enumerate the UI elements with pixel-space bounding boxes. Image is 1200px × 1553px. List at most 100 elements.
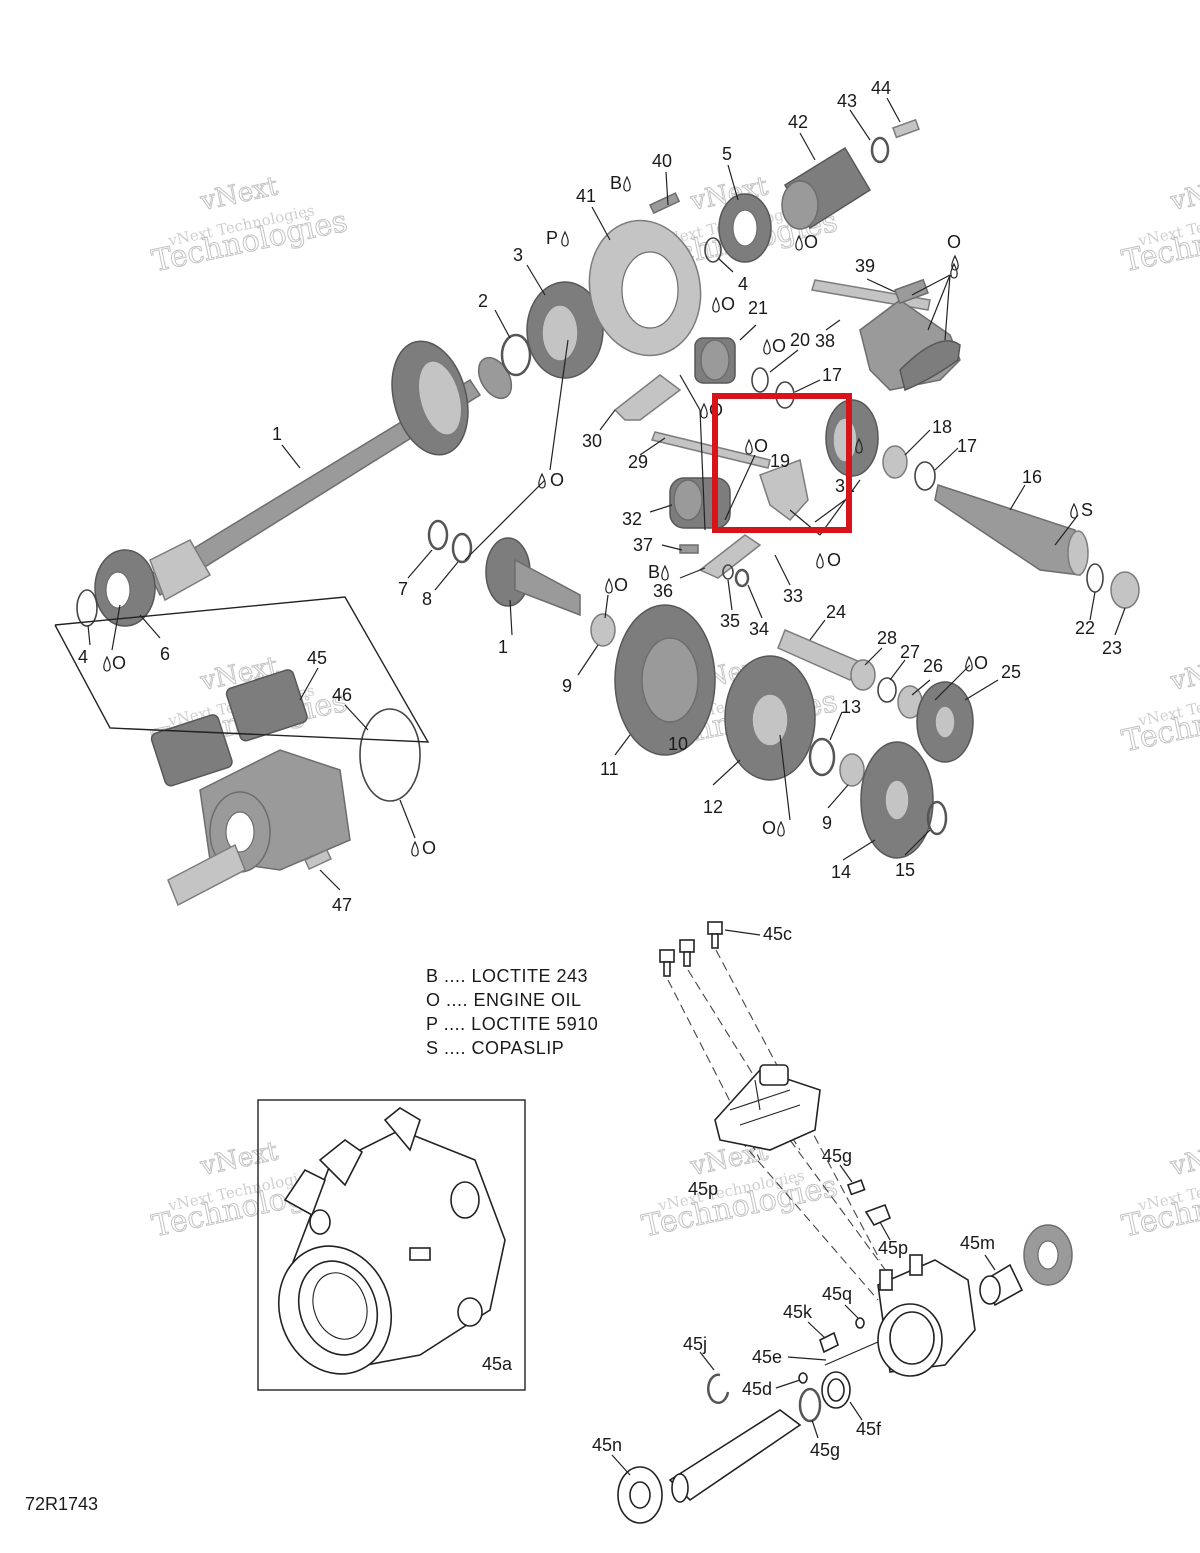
- svg-text:vNext: vNext: [1167, 651, 1200, 697]
- lube-mark: O: [712, 294, 735, 314]
- callout: 45d: [742, 1379, 772, 1399]
- callout: 45f: [856, 1419, 882, 1439]
- part-fork-19: [759, 458, 809, 522]
- svg-text:S: S: [1081, 500, 1093, 520]
- svg-text:O: O: [112, 653, 126, 673]
- callout: 10: [668, 734, 688, 754]
- part-oring-46: [359, 708, 421, 802]
- lube-mark: O: [762, 818, 785, 838]
- callout: 45q: [822, 1284, 852, 1304]
- callout: 27: [900, 642, 920, 662]
- callout: 19: [770, 451, 790, 471]
- svg-text:O: O: [804, 232, 818, 252]
- callout: 43: [837, 91, 857, 111]
- callout: 1: [272, 424, 282, 444]
- callout: 31: [835, 476, 855, 496]
- part-washer-2: [500, 333, 532, 377]
- callout: 46: [332, 685, 352, 705]
- lube-mark: O: [763, 336, 786, 356]
- callout: 4: [78, 647, 88, 667]
- part-bearing-28: [850, 659, 876, 691]
- svg-text:O: O: [754, 436, 768, 456]
- part-bolt-40: [649, 192, 681, 215]
- legend-item: B .... LOCTITE 243: [426, 966, 588, 986]
- highlight-box: [712, 393, 852, 533]
- part-washer-43: [870, 136, 890, 164]
- svg-text:O: O: [974, 653, 988, 673]
- lube-mark: O: [411, 838, 436, 858]
- svg-text:B: B: [610, 173, 622, 193]
- callout: 22: [1075, 618, 1095, 638]
- leader-lines: [87, 97, 1126, 891]
- callout: 45c: [763, 924, 792, 944]
- callout: 3: [513, 245, 523, 265]
- upper-assembly: [76, 118, 1140, 907]
- part-washer-7: [427, 519, 449, 551]
- legend-item: O .... ENGINE OIL: [426, 990, 582, 1010]
- part-output-shaft: [149, 356, 513, 602]
- callout: 45k: [783, 1302, 813, 1322]
- callout: 42: [788, 112, 808, 132]
- lube-mark: [950, 262, 958, 279]
- callout: 29: [628, 452, 648, 472]
- part-cover-41: [588, 219, 702, 357]
- part-bushing-23: [1110, 571, 1140, 609]
- watermark: vNext vNext Technologies Technologies: [1118, 171, 1200, 280]
- lube-mark: [855, 437, 863, 454]
- callout: 20: [790, 330, 810, 350]
- part-oring-4-left: [76, 589, 98, 627]
- callout: 32: [622, 509, 642, 529]
- part-shaft-16: [934, 484, 1089, 576]
- part-bearing-9-right: [839, 753, 865, 787]
- callout: 45g: [810, 1440, 840, 1460]
- lube-mark: O: [605, 575, 628, 595]
- part-gear-12: [724, 655, 816, 781]
- svg-text:O: O: [614, 575, 628, 595]
- lube-mark: O: [538, 470, 564, 490]
- svg-text:Technologies: Technologies: [1119, 1169, 1200, 1245]
- callout: 14: [831, 862, 851, 882]
- part-actuator-45: [150, 669, 351, 907]
- callout: 45e: [752, 1347, 782, 1367]
- callout: 2: [478, 291, 488, 311]
- svg-text:O: O: [422, 838, 436, 858]
- svg-text:Technologies: Technologies: [1119, 204, 1200, 280]
- callout: 40: [652, 151, 672, 171]
- part-shaft-24: [777, 629, 862, 681]
- part-pin-37: [679, 544, 699, 554]
- part-ring-gear: [391, 340, 469, 456]
- callout: 24: [826, 602, 846, 622]
- part-gear-14: [860, 741, 934, 859]
- legend: B .... LOCTITE 243 O .... ENGINE OIL P .…: [426, 966, 598, 1058]
- callout: 26: [923, 656, 943, 676]
- lube-mark: O: [795, 232, 818, 252]
- part-ring-35: [722, 564, 734, 580]
- part-gear-21: [694, 337, 736, 384]
- watermark: vNext vNext Technologies Technologies: [1118, 1136, 1200, 1245]
- svg-text:vNext: vNext: [1167, 171, 1200, 217]
- callout: 25: [1001, 662, 1021, 682]
- part-oring-4-top: [704, 237, 722, 263]
- callout: 9: [562, 676, 572, 696]
- callout: 45j: [683, 1334, 707, 1354]
- inset-label: 45a: [482, 1354, 513, 1374]
- part-washer-17: [914, 461, 936, 491]
- callout: 36: [653, 581, 673, 601]
- callout: 38: [815, 331, 835, 351]
- drawing-number: 72R1743: [25, 1494, 98, 1514]
- part-shift-drum-38: [811, 278, 961, 392]
- svg-text:O: O: [827, 550, 841, 570]
- lube-mark: O: [965, 653, 988, 673]
- lube-mark: B: [648, 562, 669, 582]
- callout: 30: [582, 431, 602, 451]
- callout: 17: [957, 436, 977, 456]
- callout: 23: [1102, 638, 1122, 658]
- callout: 45m: [960, 1233, 995, 1253]
- callout: 18: [932, 417, 952, 437]
- callout: 45g: [822, 1146, 852, 1166]
- part-washer-34: [734, 568, 750, 588]
- svg-text:vNext: vNext: [1167, 1136, 1200, 1182]
- lube-mark: O: [947, 232, 961, 271]
- part-bearing-5: [718, 193, 772, 263]
